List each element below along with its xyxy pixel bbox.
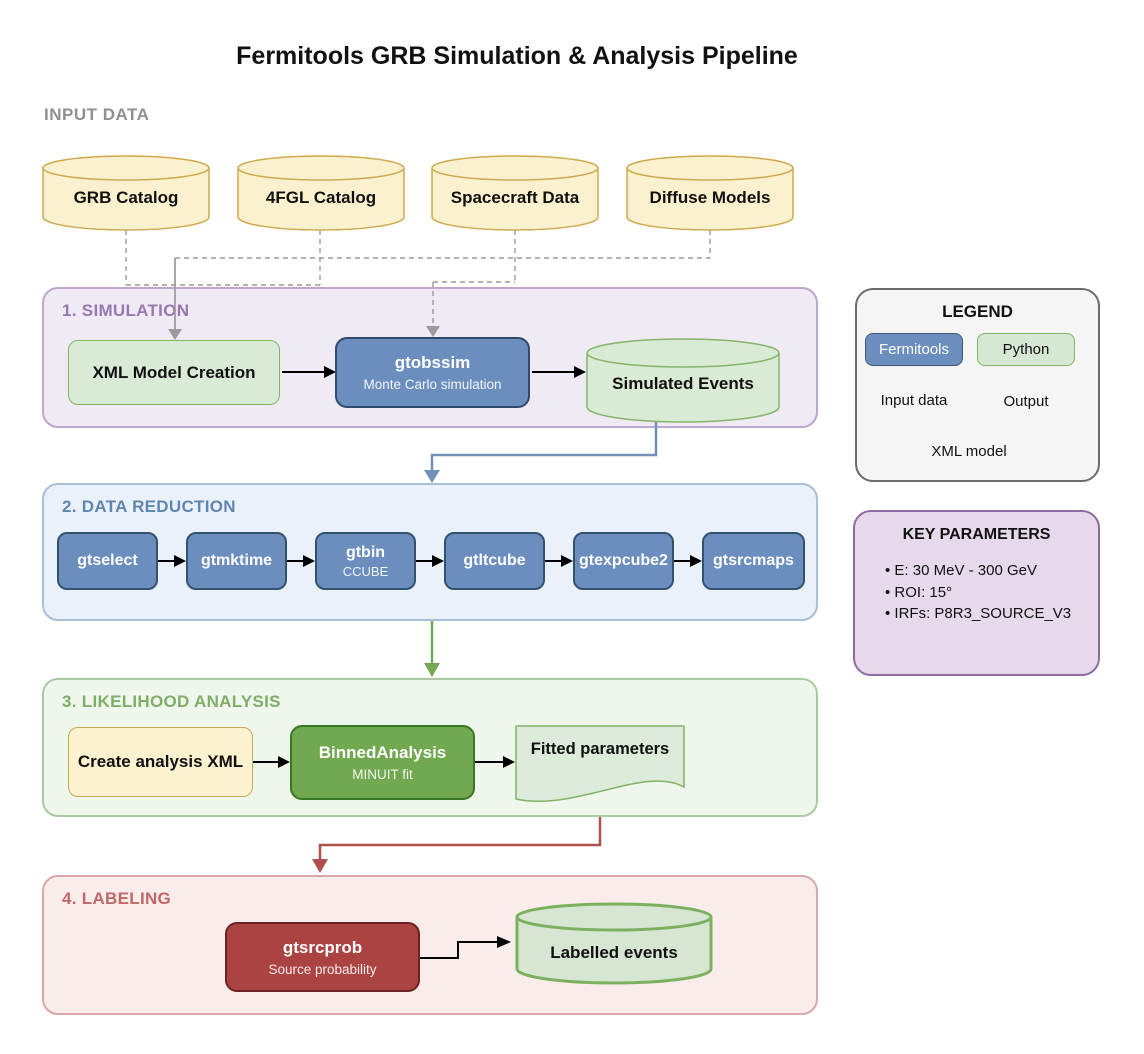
gtltcube-label: gtltcube (463, 552, 526, 569)
gtsrcprob-subtitle: Source probability (268, 961, 377, 977)
input-data-heading: INPUT DATA (44, 105, 150, 124)
gtobssim-box: gtobssim Monte Carlo simulation (335, 337, 530, 408)
key-parameters-box: KEY PARAMETERS E: 30 MeV - 300 GeV ROI: … (853, 510, 1100, 676)
section-data-reduction-header: 2. DATA REDUCTION (62, 497, 236, 516)
blue-connector-sim-to-reduction (424, 422, 658, 483)
gtselect-label: gtselect (77, 552, 138, 569)
diffuse-models-label: Diffuse Models (649, 188, 771, 207)
gtsrcmaps-box: gtsrcmaps (702, 532, 805, 590)
key-parameter-irfs: IRFs: P8R3_SOURCE_V3 (885, 605, 1071, 623)
fgl-catalog-label: 4FGL Catalog (265, 188, 377, 207)
section-labeling-header: 4. LABELING (62, 889, 172, 908)
gtltcube-box: gtltcube (444, 532, 545, 590)
gtbin-subtitle: CCUBE (342, 563, 389, 579)
gtexpcube2-box: gtexpcube2 (573, 532, 674, 590)
gtmktime-box: gtmktime (186, 532, 287, 590)
legend-output-label: Output (1003, 393, 1049, 410)
red-connector-likelihood-to-labeling (312, 817, 602, 873)
fitted-parameters-label: Fitted parameters (530, 740, 670, 758)
key-parameter-roi: ROI: 15° (885, 584, 1071, 602)
xml-model-creation-label: XML Model Creation (92, 362, 256, 382)
legend-python-label: Python (1002, 341, 1050, 358)
key-parameter-energy: E: 30 MeV - 300 GeV (885, 562, 1071, 580)
gtbin-box: gtbin CCUBE (315, 532, 416, 590)
key-parameters-title: KEY PARAMETERS (902, 526, 1051, 543)
legend-fermitools-label: Fermitools (878, 341, 949, 358)
page-title: Fermitools GRB Simulation & Analysis Pip… (236, 42, 798, 70)
create-analysis-xml-box: Create analysis XML (68, 727, 253, 797)
legend-title: LEGEND (942, 302, 1013, 321)
gtmktime-label: gtmktime (200, 552, 273, 569)
legend-xml-model-label: XML model (931, 443, 1007, 460)
gtbin-label: gtbin (345, 543, 386, 561)
binned-analysis-box: BinnedAnalysis MINUIT fit (290, 725, 475, 800)
gtsrcmaps-label: gtsrcmaps (713, 552, 794, 569)
gtexpcube2-label: gtexpcube2 (579, 552, 668, 569)
simulated-events-label: Simulated Events (612, 374, 754, 393)
grb-catalog-label: GRB Catalog (73, 188, 179, 207)
binned-analysis-subtitle: MINUIT fit (352, 767, 413, 782)
gtobssim-title: gtobssim (394, 353, 471, 372)
green-connector-reduction-to-likelihood (424, 621, 440, 677)
gtsrcprob-box: gtsrcprob Source probability (225, 922, 420, 992)
create-analysis-xml-label: Create analysis XML (77, 752, 244, 771)
legend-input-data-label: Input data (880, 392, 948, 409)
black-flow-arrows (158, 366, 702, 959)
xml-model-creation-box: XML Model Creation (68, 340, 280, 405)
gtsrcprob-title: gtsrcprob (282, 937, 363, 957)
section-likelihood-header: 3. LIKELIHOOD ANALYSIS (62, 692, 281, 711)
labelled-events-label: Labelled events (550, 943, 678, 962)
binned-analysis-title: BinnedAnalysis (318, 743, 447, 762)
gtselect-box: gtselect (57, 532, 158, 590)
section-simulation-header: 1. SIMULATION (62, 301, 190, 320)
legend-fermitools-chip: Fermitools (865, 333, 963, 366)
section-data-reduction: 2. DATA REDUCTION (42, 483, 818, 621)
spacecraft-data-label: Spacecraft Data (450, 188, 580, 207)
legend-python-chip: Python (977, 333, 1075, 366)
key-parameters-list: E: 30 MeV - 300 GeV ROI: 15° IRFs: P8R3_… (885, 562, 1071, 627)
legend-box: LEGEND (855, 288, 1100, 482)
gtobssim-subtitle: Monte Carlo simulation (363, 377, 502, 392)
